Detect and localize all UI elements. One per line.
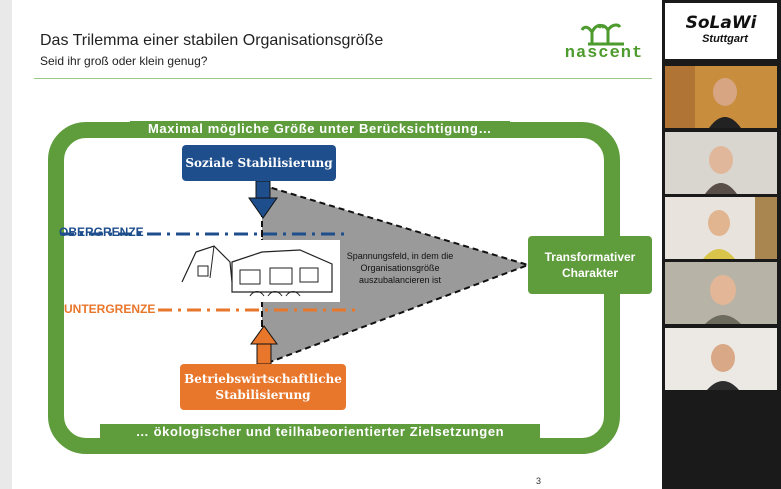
title-divider [34, 78, 652, 79]
farm-sketch [180, 240, 340, 302]
page-number: 3 [536, 476, 542, 486]
soziale-label: Soziale Stabilisierung [185, 156, 333, 170]
slide-subtitle: Seid ihr groß oder klein genug? [40, 54, 208, 68]
trilemma-diagram [60, 180, 532, 367]
obergrenze-label: OBERGRENZE [59, 225, 144, 239]
participant-tile-solawi[interactable]: SoLaWi Stuttgart [665, 3, 777, 59]
betriebswirtschaftliche-box: Betriebswirtschaftliche Stabilisierung [180, 364, 346, 410]
solawi-logo-text: SoLaWi [685, 13, 757, 33]
participant-video-4[interactable] [665, 262, 777, 324]
person-avatar-icon [665, 132, 777, 194]
transform-label-line1: Transformativer [544, 250, 636, 264]
slide-left-edge [0, 0, 12, 489]
untergrenze-label: UNTERGRENZE [64, 302, 156, 316]
presentation-slide: Das Trilemma einer stabilen Organisation… [0, 0, 662, 489]
betrieb-label-line2: Stabilisierung [215, 388, 311, 402]
frame-top-label: Maximal mögliche Größe unter Berücksicht… [130, 121, 510, 137]
down-arrow-icon [248, 180, 278, 219]
nascent-logo: nascent [564, 18, 644, 68]
person-avatar-icon [665, 197, 777, 259]
participant-video-2[interactable] [665, 132, 777, 194]
person-avatar-icon [665, 328, 777, 390]
participant-video-3[interactable] [665, 197, 777, 259]
person-avatar-icon [665, 66, 777, 128]
soziale-stabilisierung-box: Soziale Stabilisierung [182, 145, 336, 181]
transformativer-charakter-box: Transformativer Charakter [528, 236, 652, 294]
sprout-icon [580, 23, 624, 46]
transform-label-line2: Charakter [561, 266, 618, 280]
participant-video-1[interactable] [665, 66, 777, 128]
spannungsfeld-text: Spannungsfeld, in dem die Organisationsg… [346, 251, 454, 285]
logo-text: nascent [564, 44, 644, 63]
slide-title: Das Trilemma einer stabilen Organisation… [40, 32, 384, 49]
up-arrow-icon [250, 325, 278, 365]
person-avatar-icon [665, 262, 777, 324]
betrieb-label-line1: Betriebswirtschaftliche [184, 372, 342, 386]
participant-video-5[interactable] [665, 328, 777, 390]
frame-bottom-label: … ökologischer und teilhabeorientierter … [100, 424, 540, 440]
solawi-logo-subtext: Stuttgart [702, 33, 748, 45]
